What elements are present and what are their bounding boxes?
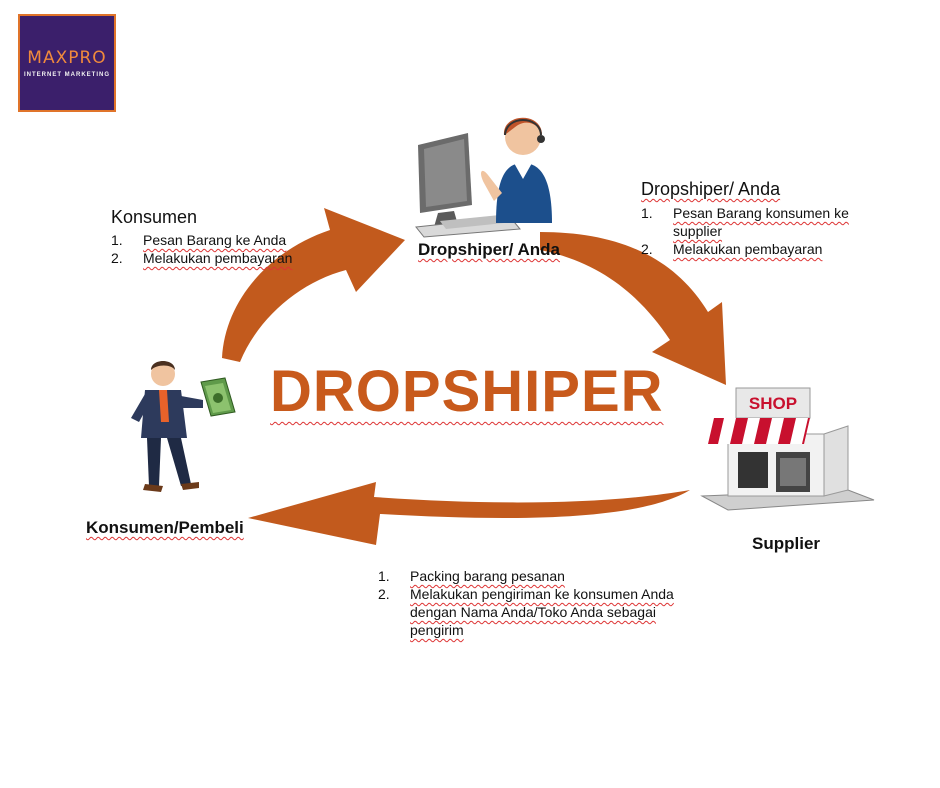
- shop-illustration: SHOP: [700, 387, 875, 511]
- note-dropshiper-heading: Dropshiper/ Anda: [641, 179, 781, 199]
- logo-brand: MAXPRO: [27, 48, 107, 68]
- consumer-illustration: [131, 361, 236, 492]
- diagram-title: DROPSHIPER: [270, 359, 664, 424]
- operator-icon: [481, 117, 552, 223]
- logo-tagline: INTERNET MARKETING: [24, 72, 110, 78]
- arrow-dropshiper-to-supplier: [540, 232, 726, 385]
- list-item: 2.Melakukan pembayaran: [111, 250, 293, 266]
- list-item: 1.Pesan Barang ke Anda: [111, 232, 287, 248]
- computer-icon: [415, 133, 521, 238]
- list-item: 1.Pesan Barang konsumen ke supplier: [641, 205, 849, 239]
- note-consumer-heading: Konsumen: [111, 207, 198, 227]
- note-supplier: 1.Packing barang pesanan 2.Melakukan pen…: [378, 567, 678, 639]
- shop-icon: [700, 387, 875, 511]
- arrow-consumer-to-dropshiper: [222, 208, 405, 362]
- note-dropshiper: Dropshiper/ Anda 1.Pesan Barang konsumen…: [641, 179, 866, 258]
- list-item: 1.Packing barang pesanan: [378, 568, 565, 584]
- man-icon: [131, 361, 203, 492]
- maxpro-logo: MAXPRO INTERNET MARKETING: [18, 14, 116, 112]
- list-item: 2.Melakukan pembayaran: [641, 241, 823, 257]
- money-icon: [200, 377, 236, 417]
- node-label-supplier: Supplier: [752, 534, 821, 553]
- node-label-dropshiper: Dropshiper/ Anda: [418, 240, 560, 259]
- dropshiper-illustration: [415, 117, 552, 238]
- list-item: 2.Melakukan pengiriman ke konsumen Anda …: [378, 586, 674, 638]
- note-consumer: Konsumen 1.Pesan Barang ke Anda 2.Melaku…: [111, 207, 321, 267]
- shop-sign: SHOP: [749, 394, 797, 413]
- arrow-supplier-to-consumer: [248, 482, 690, 545]
- node-label-consumer: Konsumen/Pembeli: [86, 518, 244, 537]
